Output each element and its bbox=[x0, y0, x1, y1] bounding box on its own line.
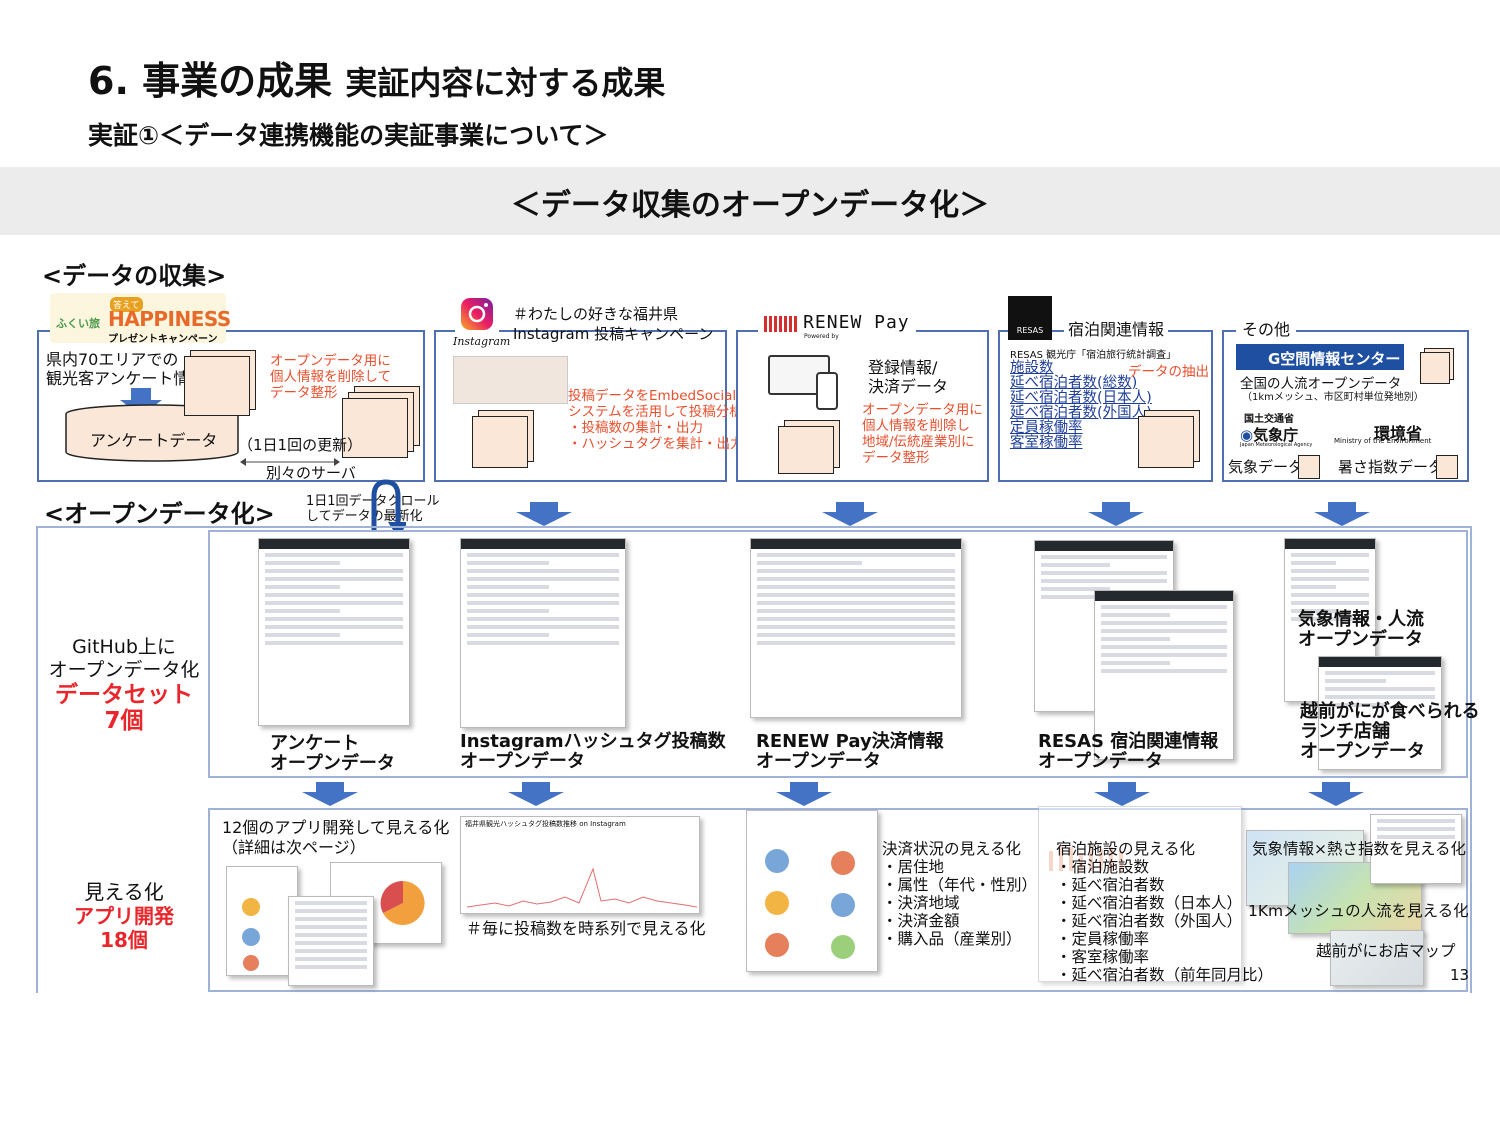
doc-icon bbox=[778, 426, 834, 474]
band-title: ＜データ収集のオープンデータ化＞ bbox=[510, 188, 990, 223]
down-arrow-icon bbox=[1088, 502, 1144, 526]
lodging-list: 宿泊施設の見える化 ・宿泊施設数 ・延べ宿泊者数 ・延べ宿泊者数（日本人） ・延… bbox=[1056, 840, 1274, 984]
doc-icon bbox=[472, 416, 528, 468]
doc-icon bbox=[1420, 352, 1450, 384]
github-screenshot bbox=[1094, 590, 1234, 760]
instagram-note: 投稿データをEmbedSocial システムを活用して投稿分析 ・投稿数の集計・… bbox=[568, 388, 744, 452]
doc-icon bbox=[342, 398, 408, 458]
doc-icon bbox=[1298, 455, 1320, 479]
down-arrow-icon bbox=[120, 388, 162, 416]
doc-icon bbox=[1138, 416, 1194, 468]
opendata-left-text: GitHub上に オープンデータ化 データセット 7個 bbox=[48, 636, 200, 734]
survey-desc: 県内70エリアでの 観光客アンケート情報 bbox=[46, 350, 206, 388]
page-subtitle: 実証①＜データ連携機能の実証事業について＞ bbox=[88, 121, 609, 150]
down-arrow-icon bbox=[1308, 782, 1364, 806]
github-screenshot bbox=[750, 538, 962, 718]
opendata-frame bbox=[36, 526, 1472, 993]
mesh-map-screenshot bbox=[1288, 862, 1422, 934]
double-arrow-icon bbox=[240, 458, 340, 466]
gspace-logo: G空間情報センター bbox=[1236, 344, 1404, 370]
renew-logo: RENEW Pay Powered by bbox=[758, 310, 916, 342]
visual-left-text: 見える化 アプリ開発 18個 bbox=[74, 880, 174, 952]
update-note: （1日1回の更新） bbox=[238, 436, 363, 454]
resas-extract: データの抽出 bbox=[1128, 364, 1209, 380]
renew-note: オープンデータ用に 個人情報を削除し 地域/伝統産業別に データ整形 bbox=[862, 402, 983, 466]
app-list-screenshot bbox=[288, 896, 374, 986]
down-arrow-icon bbox=[508, 782, 564, 806]
down-arrow-icon bbox=[776, 782, 832, 806]
crab-caption: 越前がにお店マップ bbox=[1316, 942, 1456, 960]
github-screenshot bbox=[258, 538, 410, 726]
dataset-label: RESAS 宿泊関連情報 オープンデータ bbox=[1038, 731, 1219, 772]
down-arrow-icon bbox=[516, 502, 572, 526]
instagram-chart: 福井県観光ハッシュタグ投稿数推移 on Instagram bbox=[460, 816, 700, 914]
doc-icon bbox=[184, 356, 250, 416]
opendata-label: <オープンデータ化> bbox=[44, 500, 275, 528]
resas-logo: RESAS bbox=[1008, 296, 1052, 340]
env-logo: 環境省 bbox=[1374, 424, 1423, 443]
resas-items: 施設数 延べ宿泊者数(総数) 延べ宿泊者数(日本人) 延べ宿泊者数(外国人) 定… bbox=[1010, 360, 1152, 451]
dataset-label: Instagramハッシュタグ投稿数 オープンデータ bbox=[460, 731, 726, 772]
mesh-caption: 1Kmメッシュの人流を見える化 bbox=[1248, 902, 1469, 920]
down-arrow-icon bbox=[822, 502, 878, 526]
down-arrow-icon bbox=[1094, 782, 1150, 806]
renew-logo-icon bbox=[764, 315, 798, 332]
dataset-label: 越前がにが食べられる ランチ店舗 オープンデータ bbox=[1300, 701, 1480, 762]
survey-note: オープンデータ用に 個人情報を削除して データ整形 bbox=[270, 353, 392, 401]
payment-screenshot bbox=[746, 810, 878, 972]
down-arrow-icon bbox=[302, 782, 358, 806]
dataset-label: RENEW Pay決済情報 オープンデータ bbox=[756, 731, 944, 772]
dataset-label: 気象情報・人流 オープンデータ bbox=[1298, 609, 1424, 650]
doc-icon bbox=[1436, 455, 1458, 479]
resas-source: RESAS 観光庁「宿泊旅行統計調査」 bbox=[1010, 350, 1177, 361]
page-title: 6. 事業の成果 実証内容に対する成果 bbox=[88, 59, 666, 103]
page-number: 13 bbox=[1450, 966, 1470, 984]
db-label: アンケートデータ bbox=[90, 431, 218, 450]
github-screenshot bbox=[1318, 656, 1442, 770]
lodging-screenshot bbox=[1038, 806, 1242, 982]
collection-label: <データの収集> bbox=[42, 262, 227, 290]
instagram-screenshot bbox=[453, 356, 568, 404]
resas-title: 宿泊関連情報 bbox=[1064, 316, 1169, 340]
instagram-logo bbox=[455, 296, 499, 340]
weather-caption: 気象情報×熱さ指数を見える化 bbox=[1252, 840, 1467, 858]
instagram-icon bbox=[461, 298, 493, 330]
apps-caption: 12個のアプリ開発して見える化 （詳細は次ページ） bbox=[222, 818, 450, 857]
section-band bbox=[0, 167, 1500, 235]
payment-list: 決済状況の見える化 ・居住地 ・属性（年代・性別） ・決済地域 ・決済金額 ・購… bbox=[882, 840, 1038, 948]
github-screenshot bbox=[460, 538, 626, 728]
instagram-title: ＃わたしの好きな福井県 Instagram 投稿キャンペーン bbox=[513, 305, 714, 343]
down-arrow-icon bbox=[1314, 502, 1370, 526]
server-note: 別々のサーバ bbox=[266, 464, 356, 482]
happiness-logo: ふくい旅 答えて HAPPINESS プレゼントキャンペーン bbox=[50, 293, 231, 345]
dataset-label: アンケート オープンデータ bbox=[270, 733, 395, 774]
insta-caption: ＃毎に投稿数を時系列で見える化 bbox=[466, 919, 706, 938]
crab-map-screenshot bbox=[1330, 930, 1424, 986]
renew-desc: 登録情報/ 決済データ bbox=[868, 358, 949, 396]
other-title: その他 bbox=[1236, 316, 1297, 340]
phone-icon bbox=[816, 372, 838, 410]
jma-logo: ◉気象庁 bbox=[1240, 426, 1299, 444]
github-screenshot bbox=[1284, 538, 1376, 702]
weather-screenshot bbox=[1370, 814, 1462, 884]
